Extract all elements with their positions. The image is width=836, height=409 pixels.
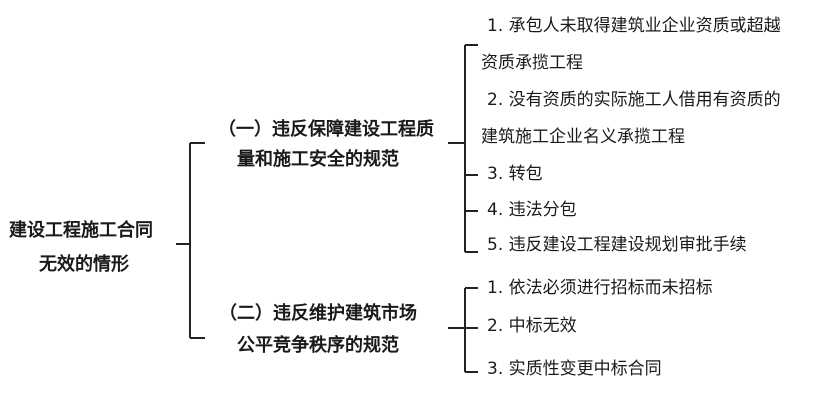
cat1-item-3: 3. 转包 xyxy=(487,164,543,184)
cat1-item-4: 4. 违法分包 xyxy=(487,200,577,220)
cat2-item-1: 1. 依法必须进行招标而未招标 xyxy=(487,278,713,298)
cat1-item-5: 5. 违反建设工程建设规划审批手续 xyxy=(487,235,747,255)
cat2-item-2: 2. 中标无效 xyxy=(487,316,577,336)
root-title-line2: 无效的情形 xyxy=(39,254,129,275)
category-2-line2: 公平竞争秩序的规范 xyxy=(237,335,399,356)
cat1-item-1-line1: 1. 承包人未取得建筑业企业资质或超越 xyxy=(487,16,781,36)
cat2-item-3: 3. 实质性变更中标合同 xyxy=(487,359,662,379)
cat1-item-2-line1: 2. 没有资质的实际施工人借用有资质的 xyxy=(487,90,781,110)
cat1-item-2-line2: 建筑施工企业名义承揽工程 xyxy=(481,127,685,147)
cat1-item-1-line2: 资质承揽工程 xyxy=(481,53,583,73)
category-1-line1: （一）违反保障建设工程质 xyxy=(218,119,434,140)
root-title-line1: 建设工程施工合同 xyxy=(9,220,153,241)
category-1-line2: 量和施工安全的规范 xyxy=(237,149,399,170)
category-2-line1: （二）违反维护建筑市场 xyxy=(219,303,417,324)
